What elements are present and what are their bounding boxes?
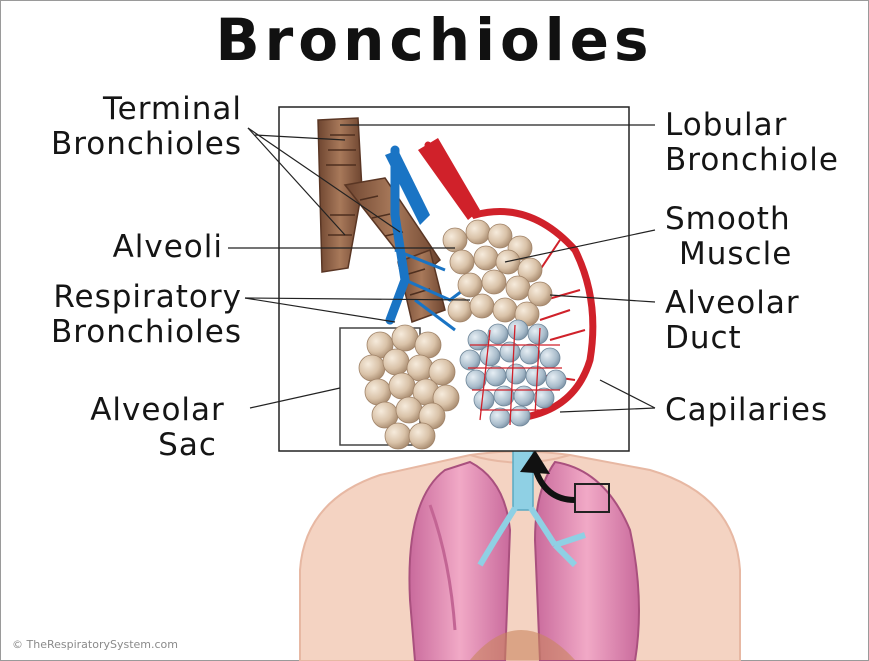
label-alveolar-sac-line1: Alveolar [70, 393, 245, 428]
label-respiratory-line1: Respiratory [5, 280, 242, 315]
label-terminal-line1: Terminal [10, 92, 242, 127]
label-respiratory-line2: Bronchioles [5, 315, 242, 350]
label-alveolar-sac: Alveolar Sac [70, 393, 245, 463]
page-title: Bronchioles [0, 6, 869, 74]
label-capilaries: Capilaries [665, 393, 828, 428]
label-alveolar-sac-line2: Sac [70, 428, 245, 463]
label-respiratory-bronchioles: Respiratory Bronchioles [5, 280, 242, 350]
label-alveolar-duct: Alveolar Duct [665, 286, 800, 356]
label-smooth-muscle: Smooth Muscle [665, 202, 792, 272]
label-smooth-line1: Smooth [665, 202, 792, 237]
credit-text: © TheRespiratorySystem.com [12, 638, 178, 651]
label-lobular-bronchiole: Lobular Bronchiole [665, 108, 839, 178]
label-smooth-line2: Muscle [665, 237, 792, 272]
label-alveoli: Alveoli [60, 230, 223, 265]
label-terminal-line2: Bronchioles [10, 127, 242, 162]
label-lobular-line1: Lobular [665, 108, 839, 143]
label-terminal-bronchioles: Terminal Bronchioles [10, 92, 242, 162]
label-duct-line2: Duct [665, 321, 800, 356]
label-lobular-line2: Bronchiole [665, 143, 839, 178]
label-duct-line1: Alveolar [665, 286, 800, 321]
